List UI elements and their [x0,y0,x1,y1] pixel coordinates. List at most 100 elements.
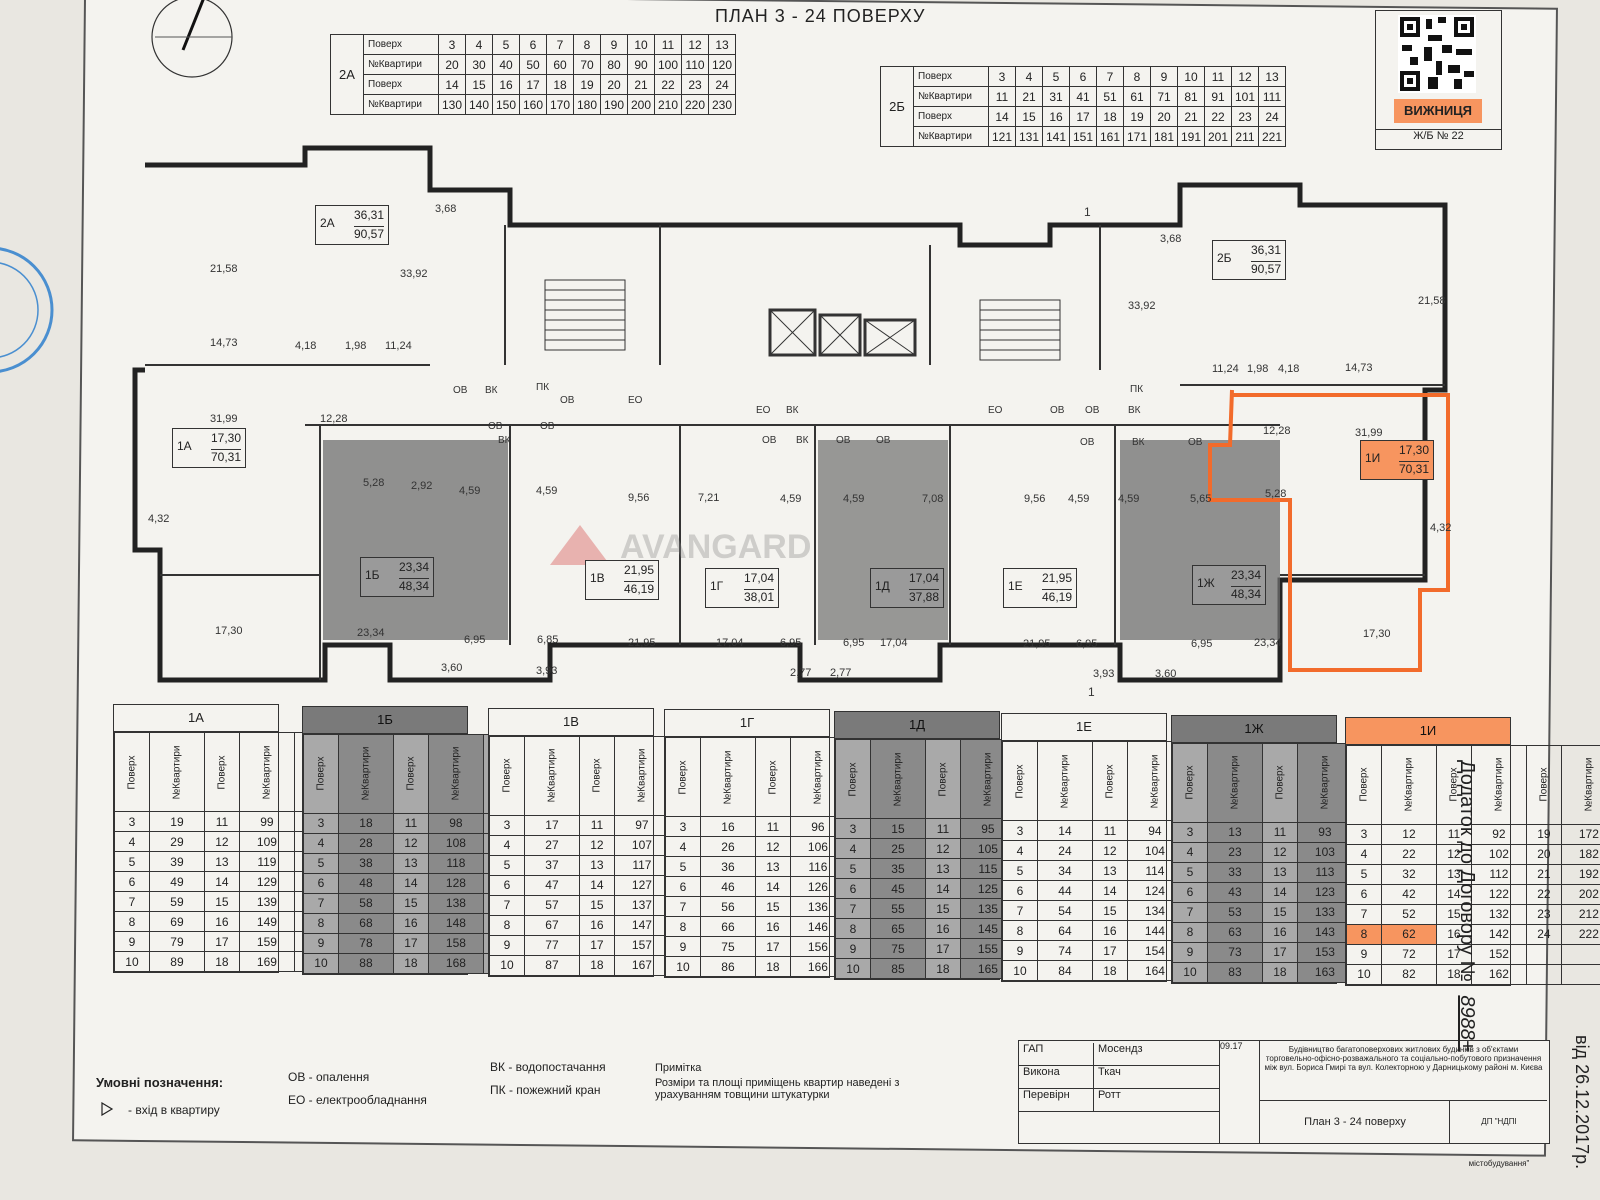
table-cell: 3 [114,811,150,832]
table-cell: 11 [988,86,1016,107]
table-cell: 18 [578,954,615,976]
row-header: №Квартири [363,54,439,75]
table-cell: 167 [613,954,670,976]
signature-role: Викона [1023,1066,1060,1078]
table-cell: 119 [238,851,295,872]
table-cell: 7 [1096,66,1124,87]
table-cell: 8 [1346,923,1382,945]
table-cell: 3 [1346,823,1382,845]
table-cell: 131 [1015,126,1043,147]
room-area-label: 11,24 [385,340,412,352]
table-cell: 68 [337,912,394,934]
utility-marker: ЕО [756,405,771,416]
room-area-label: 21,58 [210,263,238,275]
apartment-table-4: 1ГПоверх№КвартириПоверх№КвартириПоверх№К… [664,709,936,979]
table-cell: 116 [789,856,846,878]
table-cell: 9 [303,932,339,954]
table-cell: 9 [835,938,871,960]
table-cell: 14 [392,872,429,894]
room-area-label: 5,65 [1190,493,1212,505]
legend-ov: ОВ - опалення [288,1070,370,1084]
table-cell: 63 [1206,921,1263,943]
table-cell: 14 [754,876,791,898]
row-header: №Квартири [363,94,439,115]
room-area-label: 21,58 [1418,295,1446,307]
table-cell: 60 [546,54,574,75]
table-cell: 11 [654,34,682,55]
table-cell: 24 [1525,923,1562,945]
contract-annex-text: Додаток до Договору № [1456,760,1478,982]
table-cell: 4 [1015,66,1043,87]
room-area-label: 11,24 [1212,363,1239,375]
contract-date: від 26.12.2017р. [1572,1035,1592,1170]
note-title: Примітка [655,1062,702,1074]
room-area-label: 4,59 [1068,493,1090,505]
row-header: №Квартири [913,126,989,147]
table-cell: 121 [988,126,1016,147]
table-cell: 4 [1002,840,1038,861]
unit-total-area: 48,34 [398,578,429,593]
unit-living-area: 21,95 [623,563,654,577]
table-cell: 65 [869,918,926,940]
table-cell: 15 [465,74,493,95]
column-header: №Квартири [523,735,580,816]
table-cell: 18 [203,951,240,972]
unit-total-area: 70,31 [210,449,241,464]
room-area-label: 4,59 [843,493,865,505]
utility-marker: ЕО [988,405,1003,416]
table-cell: 17 [523,814,580,836]
table-cell: 9 [1002,940,1038,961]
unit-living-area: 17,30 [210,431,241,445]
column-header: Поверх [1002,741,1038,821]
utility-marker: ОВ [1050,405,1065,416]
table-cell: 20 [438,54,466,75]
table-cell: 120 [708,54,736,75]
table-cell: 100 [654,54,682,75]
table-cell: 210 [654,94,682,115]
table-cell: 144 [1126,920,1183,941]
table-cell: 99 [238,811,295,832]
table-cell: 230 [708,94,736,115]
table-cell: 8 [1123,66,1151,87]
utility-marker: ОВ [836,435,851,446]
room-area-label: 4,59 [1118,493,1140,505]
table-cell: 91 [1204,86,1232,107]
table-cell: 158 [427,932,484,954]
column-header: Поверх [924,739,961,820]
table-cell: 16 [203,911,240,932]
table-cell: 18 [1091,960,1128,981]
table-cell: 46 [699,876,756,898]
table-cell: 4 [114,831,150,852]
table-cell: 221 [1258,126,1286,147]
table-cell: 18 [754,956,791,978]
table-cell [1525,963,1562,985]
table-cell: 18 [924,958,961,980]
table-cell: 50 [519,54,547,75]
table-cell: 12 [1231,66,1259,87]
table-cell: 15 [1015,106,1043,127]
table-cell: 24 [1036,840,1093,861]
table-cell: 20 [600,74,628,95]
table-cell: 7 [665,896,701,918]
column-header: №Квартири [1296,742,1353,823]
table-cell: 9 [600,34,628,55]
table-cell: 24 [1258,106,1286,127]
table-cell: 5 [492,34,520,55]
room-area-label: 6,95 [780,637,802,649]
unit-total-area: 48,34 [1230,586,1261,601]
table-cell: 147 [613,914,670,936]
table-cell: 75 [699,936,756,958]
table-cell: 3 [1002,820,1038,841]
table-cell: 8 [573,34,601,55]
room-area-label: 6,95 [464,634,486,646]
room-area-label: 31,99 [210,413,238,425]
table-cell: 18 [392,952,429,974]
table-cell: 15 [869,818,926,840]
column-header: №Квартири [869,739,926,820]
room-area-label: 7,21 [698,492,720,504]
